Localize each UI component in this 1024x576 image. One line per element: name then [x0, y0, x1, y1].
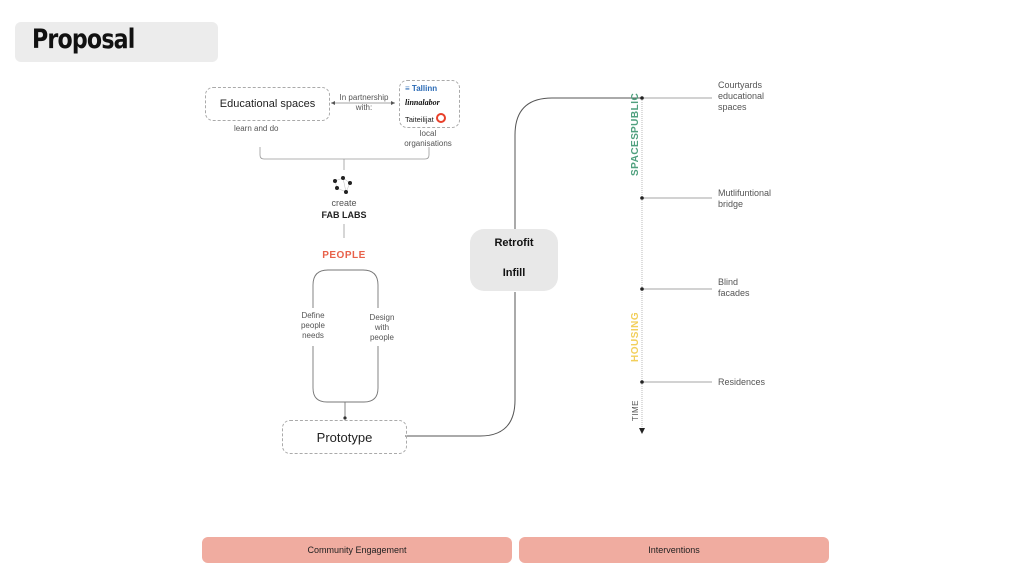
fablabs-label: FAB LABS — [321, 210, 367, 220]
design-line-3: people — [369, 333, 395, 342]
tallinn-crest-icon: ≡ — [405, 84, 410, 93]
milestone-1-line-2: educational — [718, 91, 765, 101]
milestone-dot-1 — [640, 96, 644, 100]
define-line-1: Define — [301, 311, 325, 320]
title-bar — [15, 22, 218, 62]
arrow-right-head — [391, 101, 395, 105]
community-engagement-label: Community Engagement — [307, 545, 407, 555]
interventions-section: Interventions — [519, 537, 829, 563]
milestone-dot-4 — [640, 380, 644, 384]
milestone-4-line-1: Residences — [718, 377, 766, 387]
people-label: PEOPLE — [322, 250, 366, 261]
fablabs-verb: create — [331, 198, 357, 208]
educational-spaces-label: Educational spaces — [219, 98, 316, 110]
milestone-dot-3 — [640, 287, 644, 291]
milestone-3-line-1: Blind — [718, 277, 739, 287]
taiteilijat-ring-icon — [435, 113, 446, 123]
organisations-caption: local organisations — [392, 129, 464, 149]
milestone-3-line-2: facades — [718, 288, 750, 298]
prototype-retrofit-line — [405, 292, 516, 437]
milestone-2-line-1: Mutlifuntional — [718, 188, 772, 198]
milestone-2-line-2: bridge — [718, 199, 744, 209]
infill-label: Infill — [502, 267, 526, 279]
retrofit-infill-box: Retrofit Infill — [470, 229, 558, 291]
page-title: Proposal — [32, 24, 135, 55]
public-spaces-category: SPACES PUBLIC — [630, 92, 642, 176]
loop-dot — [343, 416, 347, 420]
arrow-left-head — [331, 101, 335, 105]
design-line-2: with — [374, 323, 390, 332]
retrofit-label: Retrofit — [494, 237, 534, 249]
educational-spaces-box: Educational spaces — [205, 87, 330, 121]
partnership-label: In partnership with: — [333, 93, 395, 113]
timeline-arrowhead — [639, 428, 645, 434]
define-needs-label: Define people needs — [289, 311, 337, 341]
public-spaces-line-2: SPACES — [630, 132, 641, 176]
milestone-residences: Residences — [718, 377, 765, 388]
milestone-bridge: Mutlifuntional bridge — [718, 188, 771, 210]
network-nodes-icon — [333, 176, 352, 194]
taiteilijat-logo: Taiteilijat — [405, 113, 446, 124]
milestone-courtyards: Courtyards educational spaces — [718, 80, 764, 113]
organisations-caption-line-2: organisations — [404, 139, 452, 148]
define-line-3: needs — [302, 331, 324, 340]
educational-spaces-caption: learn and do — [234, 124, 279, 133]
milestone-1-line-3: spaces — [718, 102, 747, 112]
prototype-label: Prototype — [316, 429, 373, 445]
housing-category: HOUSING — [630, 311, 641, 362]
prototype-box: Prototype — [282, 420, 407, 454]
organisations-caption-line-1: local — [419, 129, 437, 138]
grouping-bracket — [259, 147, 430, 160]
define-line-2: people — [300, 321, 326, 330]
design-with-people-label: Design with people — [358, 313, 406, 343]
tallinn-logo: ≡ Tallinn — [405, 84, 437, 93]
milestone-dot-2 — [640, 196, 644, 200]
organisations-box: ≡ Tallinn linnalabor Taiteilijat — [399, 80, 460, 128]
partnership-line-2: with: — [355, 103, 373, 112]
interventions-label: Interventions — [648, 545, 700, 555]
community-engagement-section: Community Engagement — [202, 537, 512, 563]
people-loop-bottom — [312, 346, 379, 403]
design-line-1: Design — [369, 313, 395, 322]
tallinn-logo-text: Tallinn — [411, 84, 438, 93]
taiteilijat-logo-text: Taiteilijat — [405, 115, 434, 124]
milestone-blind-facades: Blind facades — [718, 277, 750, 299]
time-axis-label: TIME — [631, 400, 640, 422]
public-spaces-line-1: PUBLIC — [630, 92, 641, 133]
milestone-ticks — [640, 96, 712, 384]
people-loop-top — [312, 269, 379, 308]
linnalabor-logo: linnalabor — [405, 98, 440, 107]
retrofit-timeline-line — [514, 97, 642, 229]
milestone-1-line-1: Courtyards — [718, 80, 763, 90]
partnership-line-1: In partnership — [339, 93, 389, 102]
